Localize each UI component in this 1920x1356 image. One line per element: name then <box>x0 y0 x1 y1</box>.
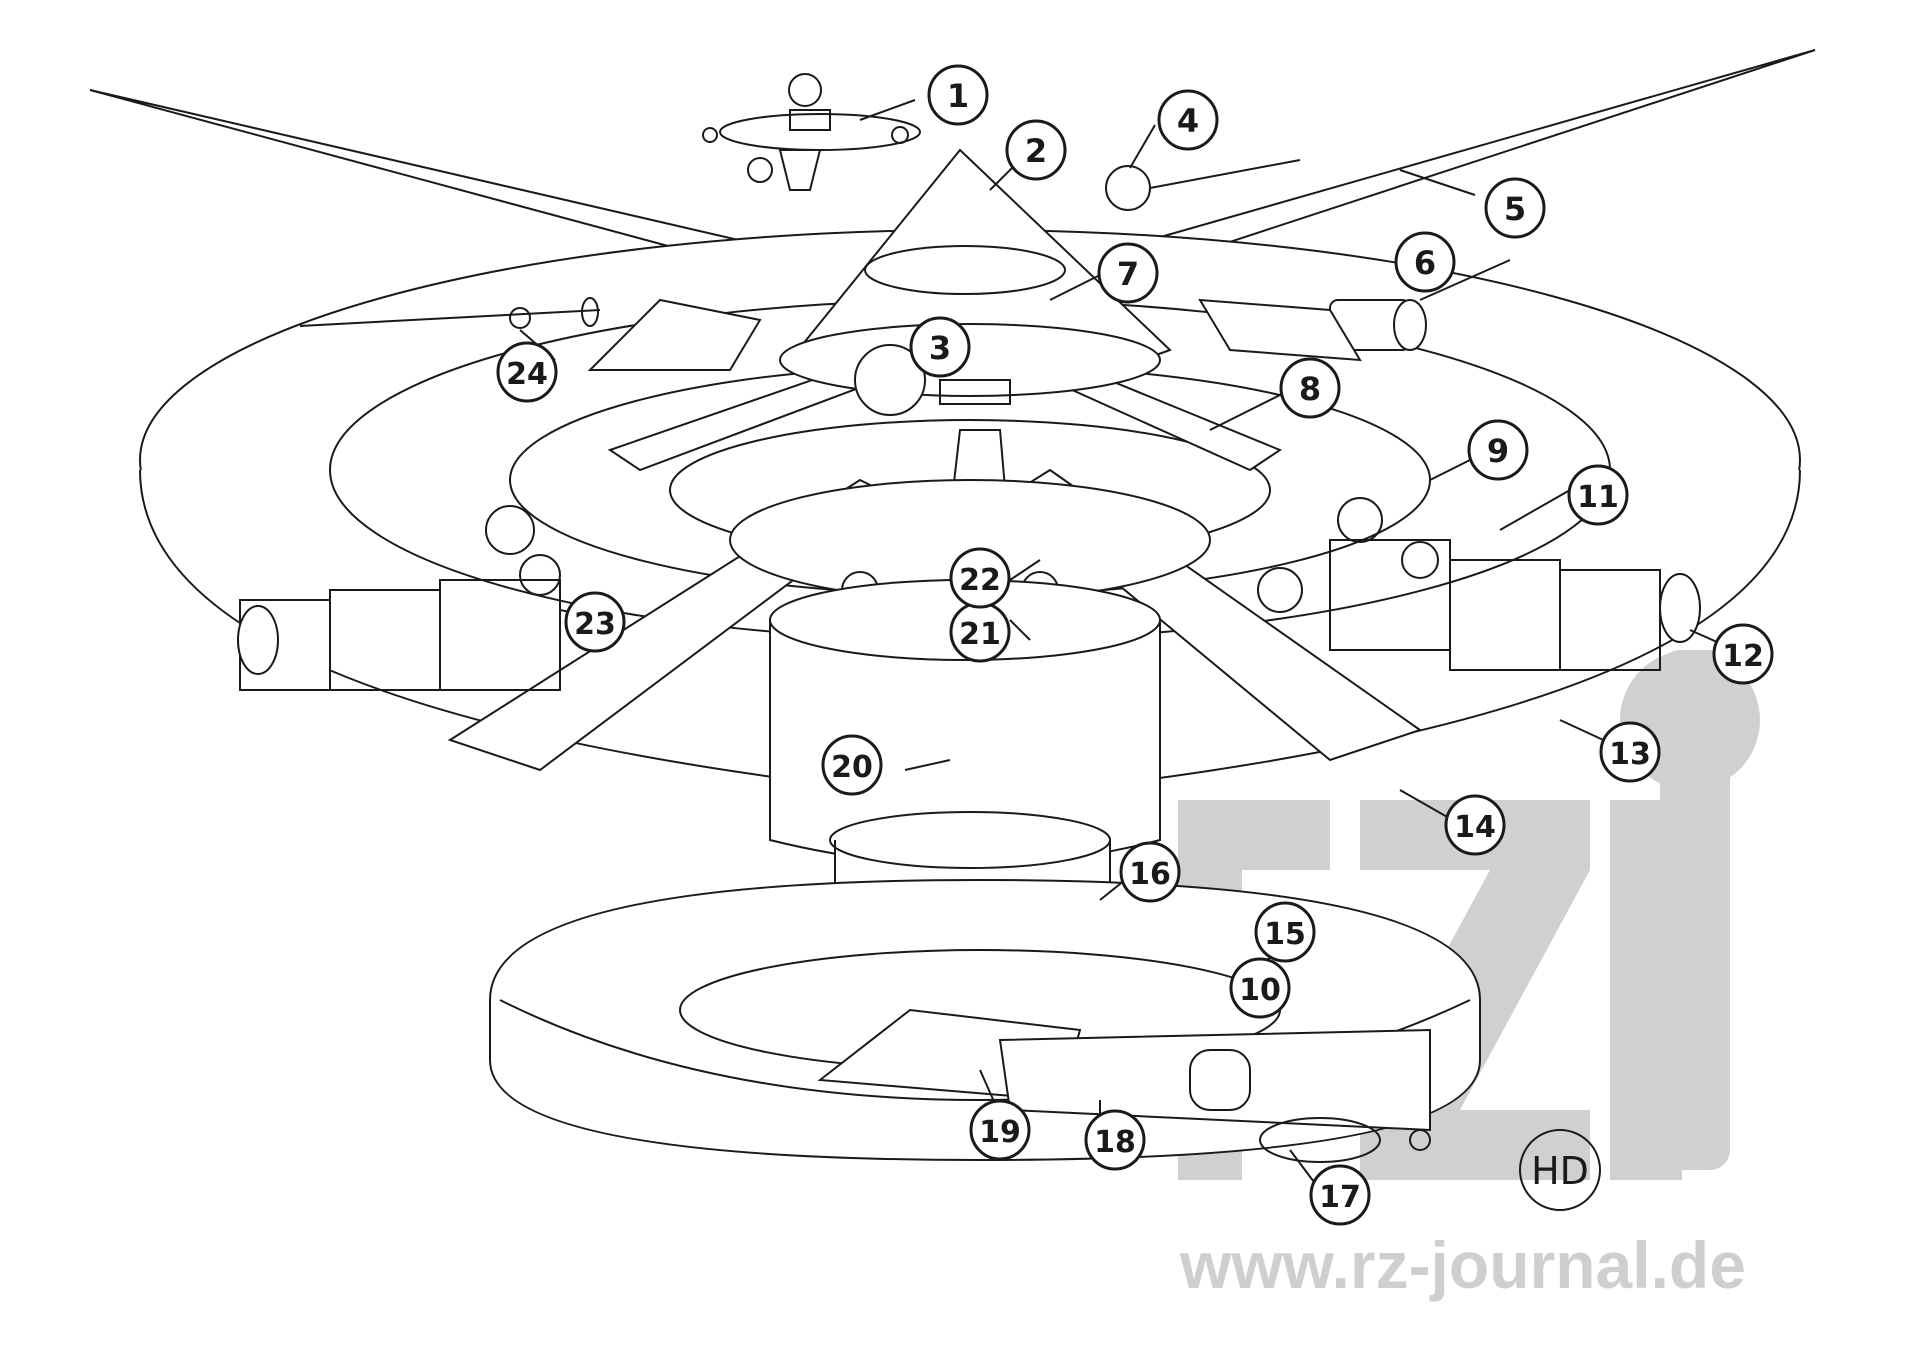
callout-19: 19 <box>969 1099 1031 1161</box>
callout-23: 23 <box>564 591 626 653</box>
callout-5: 5 <box>1484 177 1546 239</box>
svg-text:24: 24 <box>506 357 548 392</box>
svg-text:20: 20 <box>831 750 873 785</box>
svg-text:1: 1 <box>947 77 969 115</box>
callout-17: 17 <box>1309 1164 1371 1226</box>
callout-group: 1 2 3 4 5 6 7 8 9 10 11 12 13 14 15 16 1… <box>496 64 1774 1226</box>
callout-24: 24 <box>496 341 558 403</box>
station-drawing <box>89 49 1816 1191</box>
callout-7: 7 <box>1097 242 1159 304</box>
svg-text:15: 15 <box>1264 917 1306 952</box>
svg-text:17: 17 <box>1319 1180 1361 1215</box>
callout-14: 14 <box>1444 794 1506 856</box>
callout-4: 4 <box>1157 89 1219 151</box>
svg-text:HD: HD <box>1531 1149 1589 1193</box>
callout-15: 15 <box>1254 901 1316 963</box>
callout-9: 9 <box>1467 419 1529 481</box>
svg-text:10: 10 <box>1239 973 1281 1008</box>
svg-text:11: 11 <box>1577 480 1619 515</box>
svg-text:16: 16 <box>1129 857 1171 892</box>
solar-panel-right <box>1146 49 1816 267</box>
svg-text:3: 3 <box>929 329 951 367</box>
callout-3: 3 <box>909 316 971 378</box>
callout-8: 8 <box>1279 357 1341 419</box>
svg-text:2: 2 <box>1025 132 1047 170</box>
svg-text:7: 7 <box>1117 255 1139 293</box>
callout-6: 6 <box>1394 231 1456 293</box>
callout-1: 1 <box>927 64 989 126</box>
svg-text:6: 6 <box>1414 244 1436 282</box>
solar-panel-left <box>89 89 764 272</box>
callout-22: 22 <box>949 547 1011 609</box>
callout-11: 11 <box>1567 464 1629 526</box>
svg-text:4: 4 <box>1177 102 1199 140</box>
callout-16: 16 <box>1119 841 1181 903</box>
callout-2: 2 <box>1005 119 1067 181</box>
svg-text:12: 12 <box>1722 639 1764 674</box>
svg-text:9: 9 <box>1487 432 1509 470</box>
svg-text:14: 14 <box>1454 810 1496 845</box>
callout-12: 12 <box>1712 623 1774 685</box>
callout-10: 10 <box>1229 957 1291 1019</box>
callout-21: 21 <box>949 601 1011 663</box>
svg-text:5: 5 <box>1504 190 1526 228</box>
artist-signature: HD <box>1519 1129 1601 1211</box>
svg-text:22: 22 <box>959 563 1001 598</box>
svg-text:19: 19 <box>979 1115 1021 1150</box>
svg-text:23: 23 <box>574 607 616 642</box>
svg-text:8: 8 <box>1299 370 1321 408</box>
svg-text:13: 13 <box>1609 737 1651 772</box>
callout-13: 13 <box>1599 721 1661 783</box>
svg-text:21: 21 <box>959 617 1001 652</box>
watermark-url: www.rz-journal.de <box>1179 1228 1746 1302</box>
svg-text:18: 18 <box>1094 1125 1136 1160</box>
callout-18: 18 <box>1084 1109 1146 1171</box>
callout-20: 20 <box>821 734 883 796</box>
